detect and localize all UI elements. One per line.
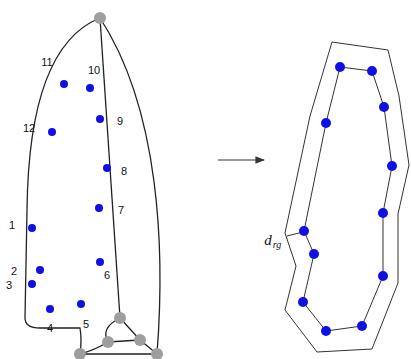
callout-number: 5 bbox=[83, 319, 89, 330]
callout-number: 8 bbox=[121, 166, 127, 177]
callout-number: 4 bbox=[47, 323, 53, 334]
callout-number: 6 bbox=[104, 270, 110, 281]
sole-outline bbox=[25, 18, 160, 354]
blue-points bbox=[28, 80, 111, 313]
callout-number: 12 bbox=[23, 123, 35, 134]
inner-line bbox=[100, 18, 120, 318]
callout-number: 9 bbox=[117, 116, 123, 127]
callout-number: 3 bbox=[6, 280, 12, 291]
transform-arrow bbox=[218, 159, 264, 160]
grey-nodes bbox=[74, 12, 163, 359]
callout-number: 2 bbox=[11, 266, 17, 277]
callout-number: 11 bbox=[41, 57, 52, 68]
distance-subscript: rg bbox=[273, 240, 282, 250]
callout-number: 10 bbox=[88, 65, 100, 76]
callout-number: 1 bbox=[9, 220, 15, 231]
callout-number: 7 bbox=[118, 205, 124, 216]
point-polygon bbox=[303, 67, 392, 331]
offset-outline bbox=[285, 42, 409, 352]
distance-symbol: d bbox=[264, 233, 272, 248]
blue-points-right bbox=[298, 62, 397, 336]
